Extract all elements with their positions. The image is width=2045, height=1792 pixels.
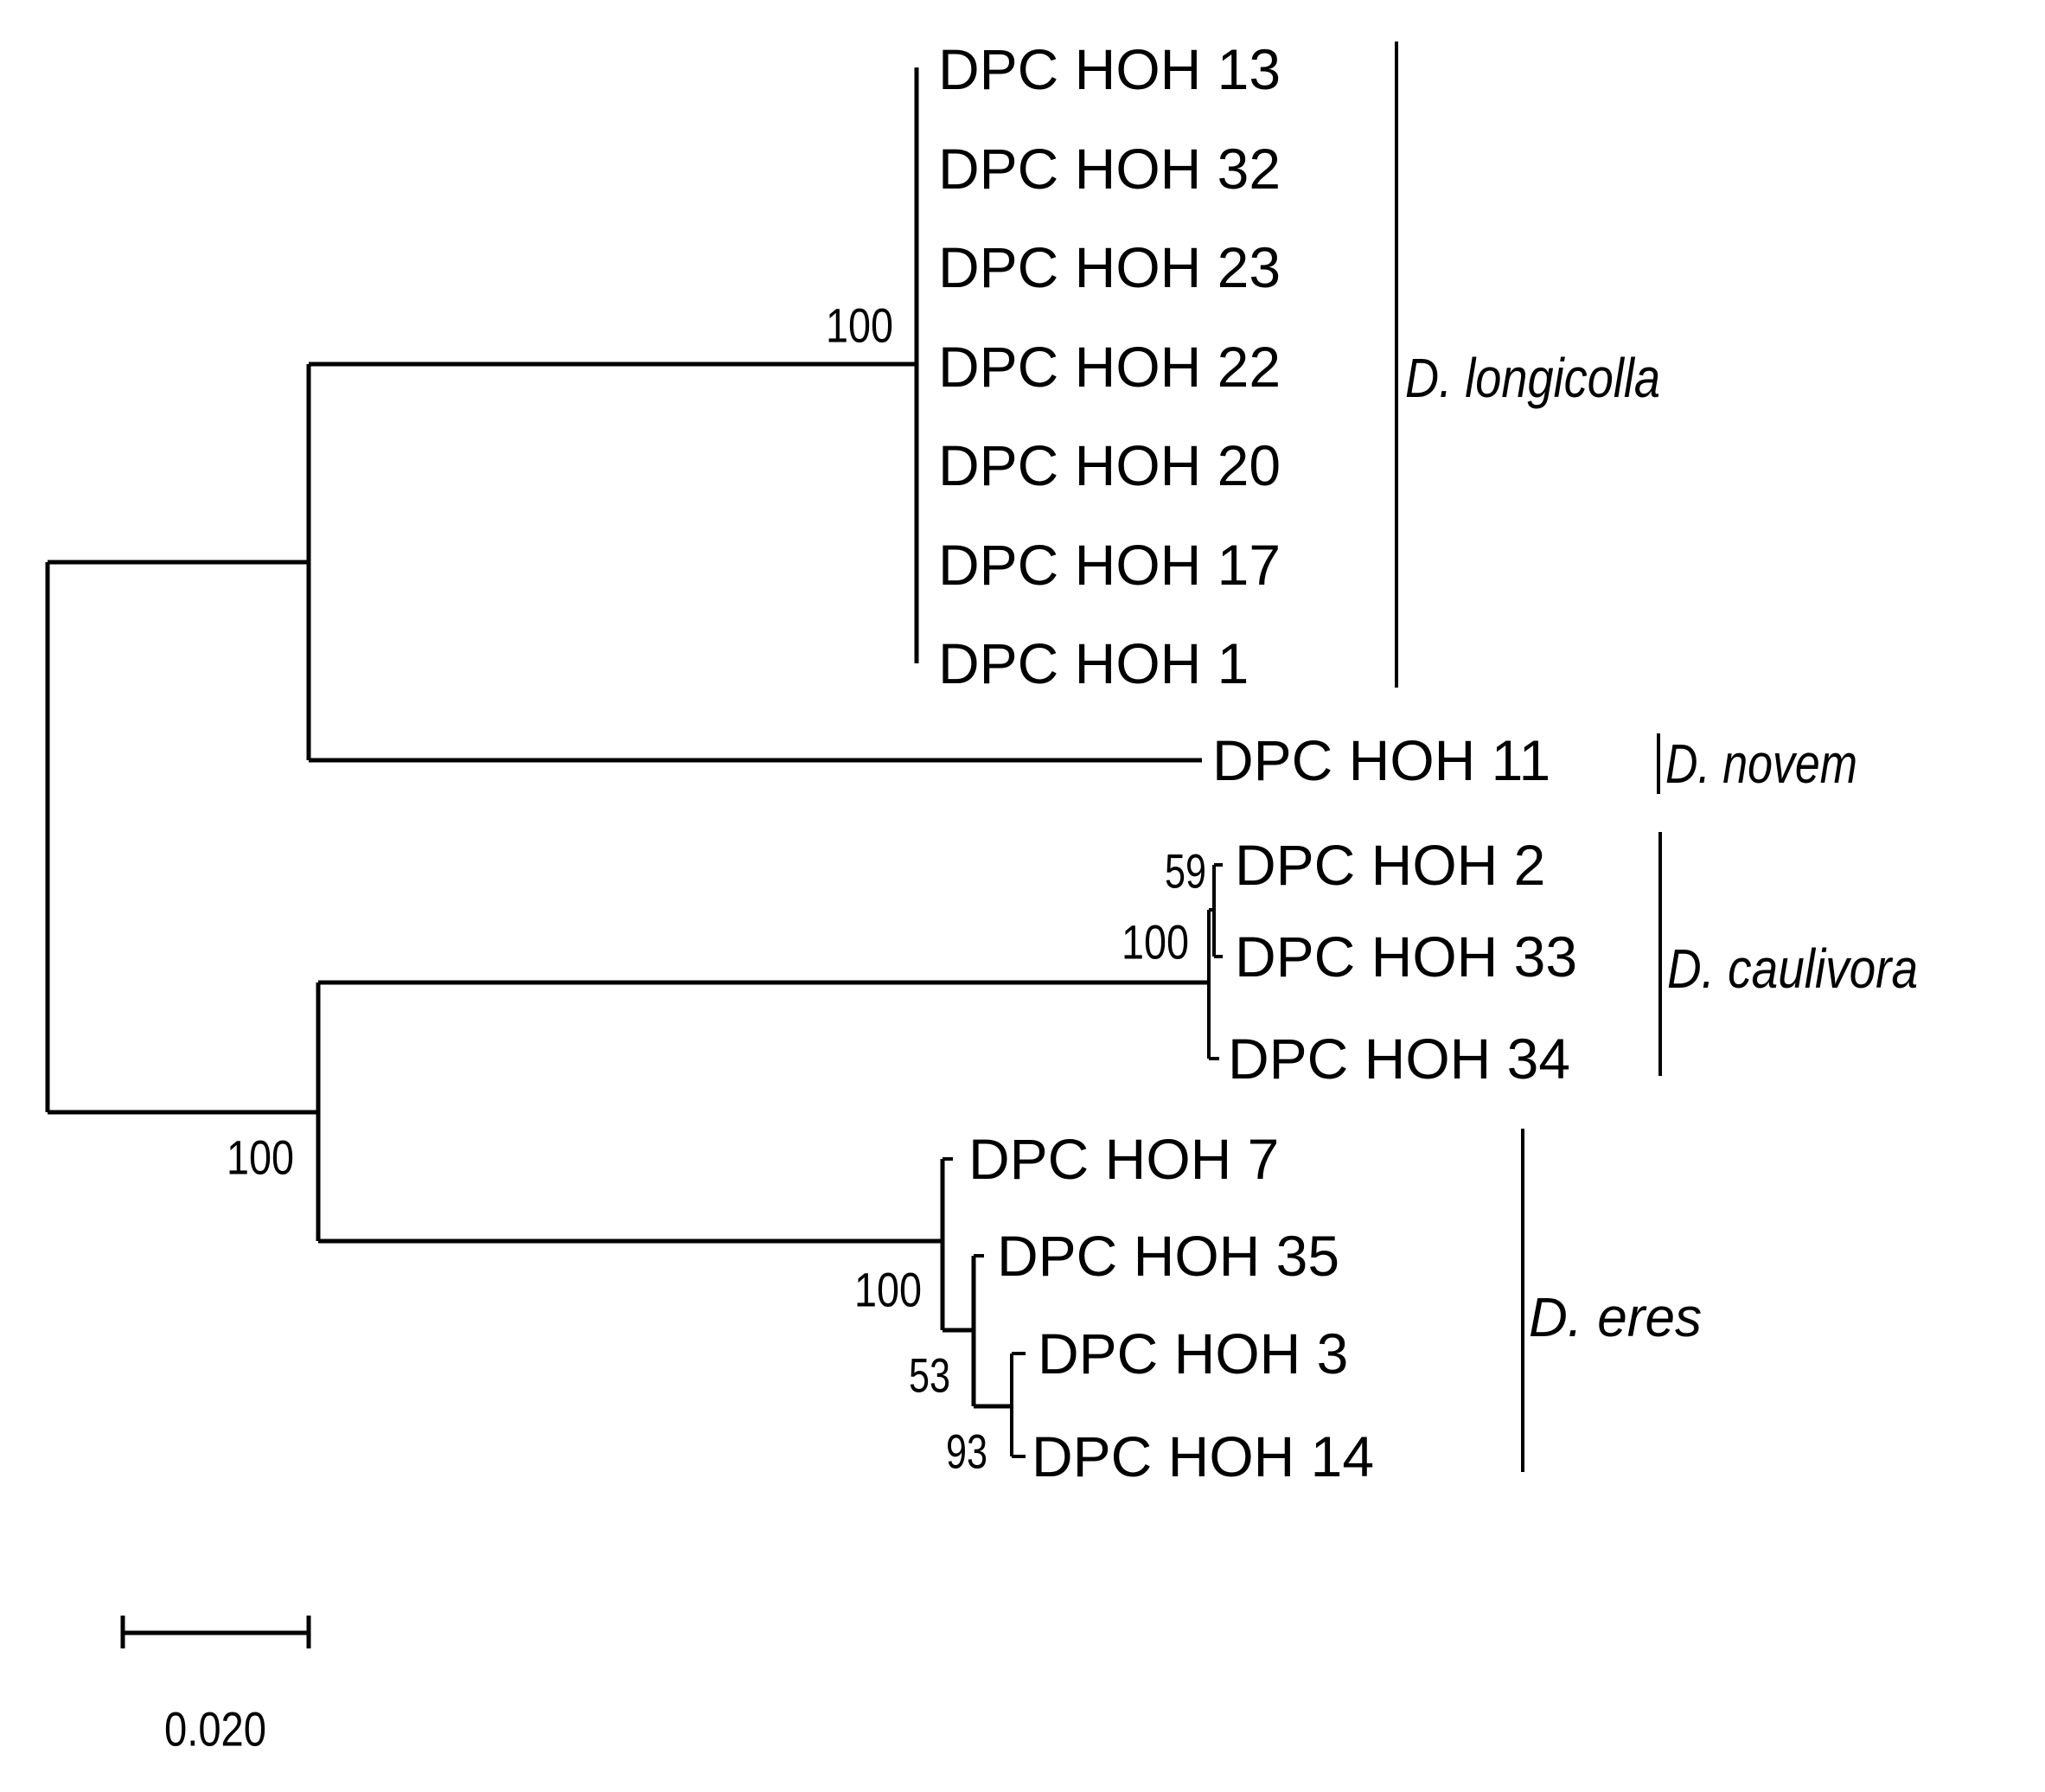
tip-label-dpc-hoh-11: DPC HOH 11 [1212, 728, 1550, 792]
bootstrap-eres-crown: 100 [854, 1263, 922, 1317]
tip-label-dpc-hoh-33: DPC HOH 33 [1235, 925, 1577, 989]
bootstrap-eres-inner: 53 [909, 1348, 950, 1403]
tip-label-dpc-hoh-13: DPC HOH 13 [938, 37, 1281, 101]
tip-label-dpc-hoh-14: DPC HOH 14 [1032, 1424, 1374, 1488]
bootstrap-longicolla: 100 [826, 298, 893, 353]
tip-label-dpc-hoh-20: DPC HOH 20 [938, 433, 1281, 497]
tip-label-dpc-hoh-3: DPC HOH 3 [1038, 1322, 1348, 1386]
bootstrap-caulivora-crown: 100 [1122, 915, 1189, 970]
tip-label-dpc-hoh-32: DPC HOH 32 [938, 137, 1281, 201]
species-label-eres: D. eres [1529, 1286, 1702, 1348]
species-label-longicolla: D. longicolla [1405, 347, 1660, 409]
tip-label-dpc-hoh-34: DPC HOH 34 [1228, 1027, 1570, 1091]
bootstrap-caulivora-cherry: 59 [1165, 844, 1206, 899]
tip-label-dpc-hoh-7: DPC HOH 7 [968, 1127, 1279, 1191]
bootstrap-eres-cherry: 93 [946, 1424, 987, 1479]
tip-label-dpc-hoh-2: DPC HOH 2 [1235, 833, 1545, 897]
scale-bar-label: 0.020 [164, 1702, 266, 1757]
bootstrap-basal: 100 [227, 1130, 294, 1185]
species-label-caulivora: D. caulivora [1667, 938, 1918, 1000]
tip-label-dpc-hoh-22: DPC HOH 22 [938, 335, 1281, 399]
tip-label-dpc-hoh-23: DPC HOH 23 [938, 235, 1281, 299]
tip-label-dpc-hoh-1: DPC HOH 1 [938, 631, 1249, 695]
tip-label-dpc-hoh-35: DPC HOH 35 [997, 1224, 1339, 1288]
tip-label-dpc-hoh-17: DPC HOH 17 [938, 533, 1281, 597]
species-label-novem: D. novem [1665, 733, 1857, 795]
